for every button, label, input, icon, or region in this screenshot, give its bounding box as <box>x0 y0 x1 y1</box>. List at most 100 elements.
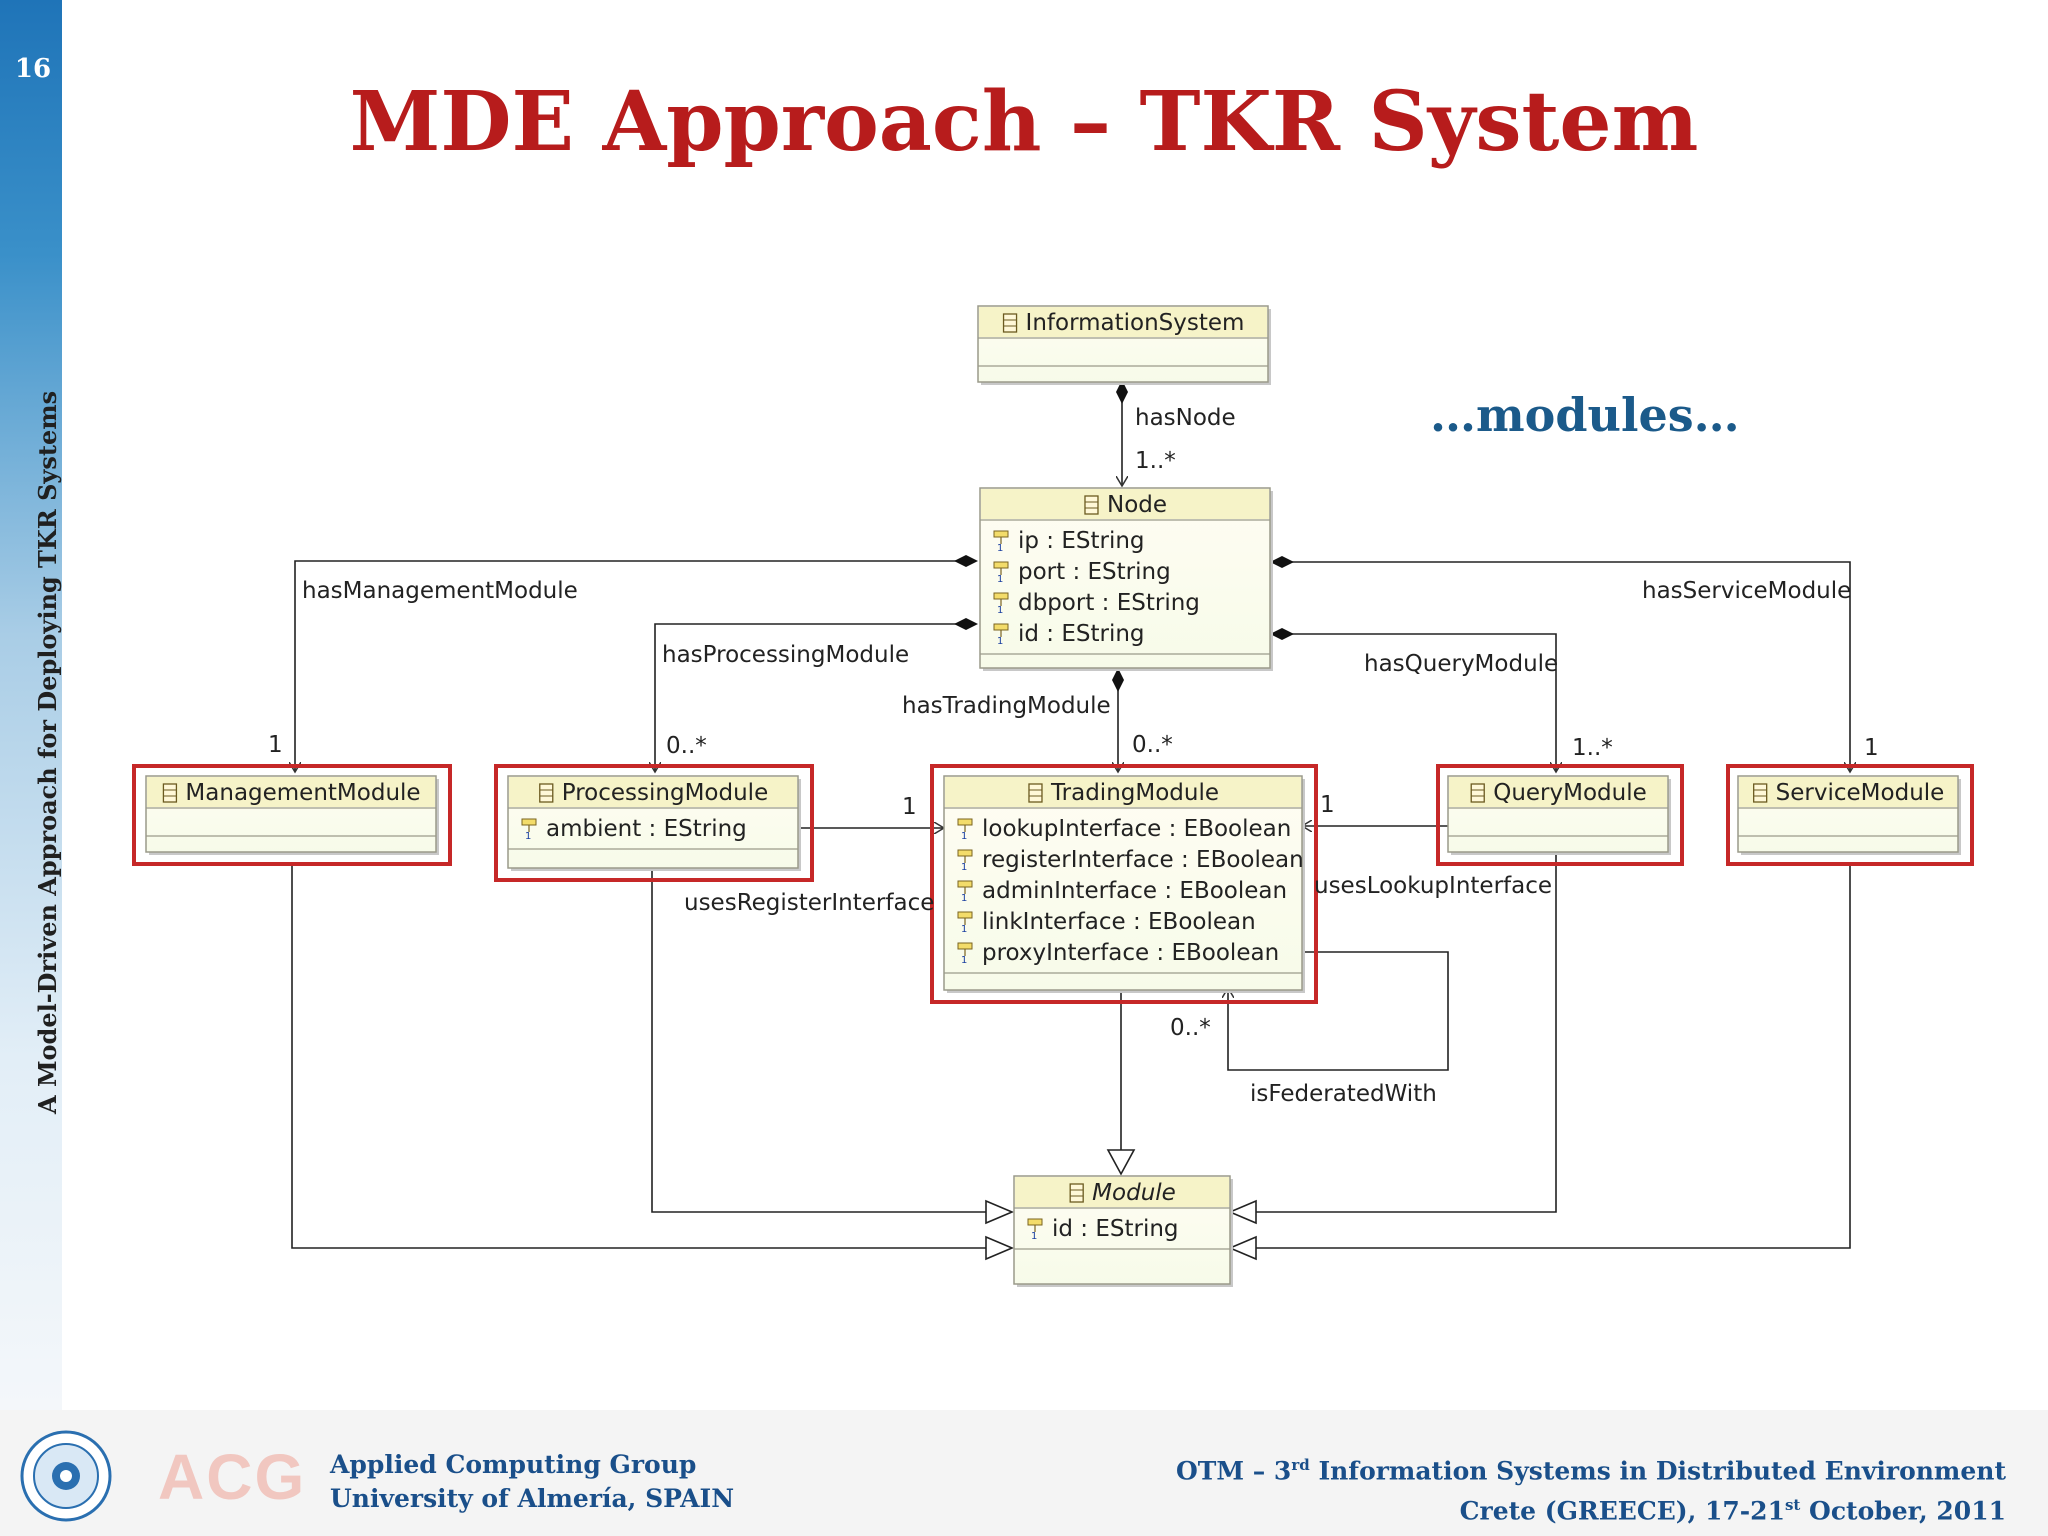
class-icon <box>539 783 554 803</box>
has-query-line <box>1282 633 1556 772</box>
class-management-module: ManagementModule <box>145 775 439 855</box>
label-federated: isFederatedWith <box>1250 1081 1437 1107</box>
diamond-has-query <box>1270 628 1294 640</box>
sidebar-band <box>0 0 62 1410</box>
mult-has-processing: 0..* <box>666 733 707 759</box>
label-has-service: hasServiceModule <box>1642 578 1851 604</box>
has-service-line <box>1282 561 1850 772</box>
highlight-trading <box>930 764 1318 1004</box>
attribute-multiplicity-icon: 1 <box>997 605 1003 616</box>
diamond-has-node <box>1116 380 1128 404</box>
attribute-icon <box>957 849 973 857</box>
place-line: Crete (GREECE), 17-21st October, 2011 <box>1459 1496 2006 1526</box>
university-seal-icon <box>18 1428 114 1528</box>
acg-logo: ACG <box>158 1441 307 1513</box>
class-attribute: dbport : EString <box>1018 590 1200 616</box>
class-service-module: ServiceModule <box>1737 775 1961 855</box>
attribute-icon <box>957 942 973 950</box>
class-attribute: ip : EString <box>1018 528 1145 554</box>
label-has-management: hasManagementModule <box>302 578 578 604</box>
class-attribute: registerInterface : EBoolean <box>982 847 1304 873</box>
attribute-multiplicity-icon: 1 <box>961 893 967 904</box>
footer-bar <box>0 1410 2048 1536</box>
attribute-icon <box>993 530 1009 538</box>
attribute-icon <box>957 818 973 826</box>
triangle-query <box>1227 1199 1257 1225</box>
management-generalization-line <box>291 866 986 1249</box>
label-has-trading: hasTradingModule <box>902 693 1111 719</box>
triangle-trading <box>1106 1149 1136 1176</box>
attribute-multiplicity-icon: 1 <box>997 543 1003 554</box>
class-trading-module: TradingModule 1 lookupInterface : EBoolean… <box>943 775 1305 993</box>
federated-line <box>1228 951 1449 1071</box>
attribute-icon <box>957 911 973 919</box>
class-header <box>945 777 1301 807</box>
mult-uses-lookup: 1 <box>1320 792 1335 818</box>
class-name: InformationSystem <box>1026 310 1245 336</box>
class-name: QueryModule <box>1493 780 1647 806</box>
label-uses-register: usesRegisterInterface <box>684 890 934 916</box>
attribute-multiplicity-icon: 1 <box>961 862 967 873</box>
class-attribute: linkInterface : EBoolean <box>982 909 1256 935</box>
label-has-query: hasQueryModule <box>1364 651 1558 677</box>
connectors <box>291 392 1851 1249</box>
class-attribute: id : EString <box>1018 621 1145 647</box>
mult-has-trading: 0..* <box>1132 732 1173 758</box>
label-has-processing: hasProcessingModule <box>662 642 909 668</box>
mult-uses-register: 1 <box>902 794 917 820</box>
class-attribute: proxyInterface : EBoolean <box>982 940 1279 966</box>
class-header <box>1739 777 1957 807</box>
highlight-frames <box>132 764 1974 1004</box>
class-attribute: ambient : EString <box>546 816 747 842</box>
class-icon <box>1470 783 1485 803</box>
attribute-multiplicity-icon: 1 <box>997 574 1003 585</box>
highlight-query <box>1436 764 1684 866</box>
label-uses-lookup: usesLookupInterface <box>1314 873 1552 899</box>
class-icon <box>1084 495 1099 515</box>
generalization-triangles <box>985 1149 1257 1261</box>
class-icon <box>1753 783 1768 803</box>
processing-generalization-line <box>651 866 986 1213</box>
mult-federated: 0..* <box>1170 1015 1211 1041</box>
class-header <box>1015 1177 1229 1207</box>
class-header <box>1449 777 1667 807</box>
attribute-icon <box>993 561 1009 569</box>
class-node: Node 1 ip : EString 1 port : EString 1 dbport … <box>979 487 1273 671</box>
modules-note: …modules… <box>1430 388 1740 442</box>
triangle-processing <box>985 1199 1015 1225</box>
attribute-multiplicity-icon: 1 <box>997 636 1003 647</box>
diamond-has-trading <box>1112 668 1124 692</box>
attribute-multiplicity-icon: 1 <box>1031 1231 1037 1242</box>
composition-diamonds <box>954 380 1294 692</box>
has-processing-line <box>655 623 966 772</box>
class-query-module: QueryModule <box>1447 775 1671 855</box>
class-name: ProcessingModule <box>562 780 768 806</box>
class-information-system: InformationSystem <box>977 305 1271 385</box>
class-name: TradingModule <box>1050 780 1219 806</box>
class-attribute: port : EString <box>1018 559 1171 585</box>
has-management-line <box>295 560 966 772</box>
highlight-management <box>132 764 452 866</box>
class-attribute: lookupInterface : EBoolean <box>982 816 1291 842</box>
class-icon <box>1002 313 1018 333</box>
class-name: ServiceModule <box>1776 780 1945 806</box>
triangle-service <box>1227 1235 1257 1261</box>
mult-has-service: 1 <box>1864 735 1879 761</box>
slide-title: MDE Approach – TKR System <box>349 74 1699 170</box>
class-name: Node <box>1107 492 1167 518</box>
label-has-node: hasNode <box>1135 405 1236 431</box>
diamond-has-service <box>1270 556 1294 568</box>
attribute-icon <box>521 818 537 826</box>
attribute-icon <box>993 623 1009 631</box>
class-icon <box>1069 1183 1084 1203</box>
class-header <box>981 489 1269 519</box>
attribute-icon <box>1027 1218 1043 1226</box>
attribute-multiplicity-icon: 1 <box>961 831 967 842</box>
class-attribute: adminInterface : EBoolean <box>982 878 1287 904</box>
service-generalization-line <box>1256 866 1851 1249</box>
attribute-icon <box>993 592 1009 600</box>
